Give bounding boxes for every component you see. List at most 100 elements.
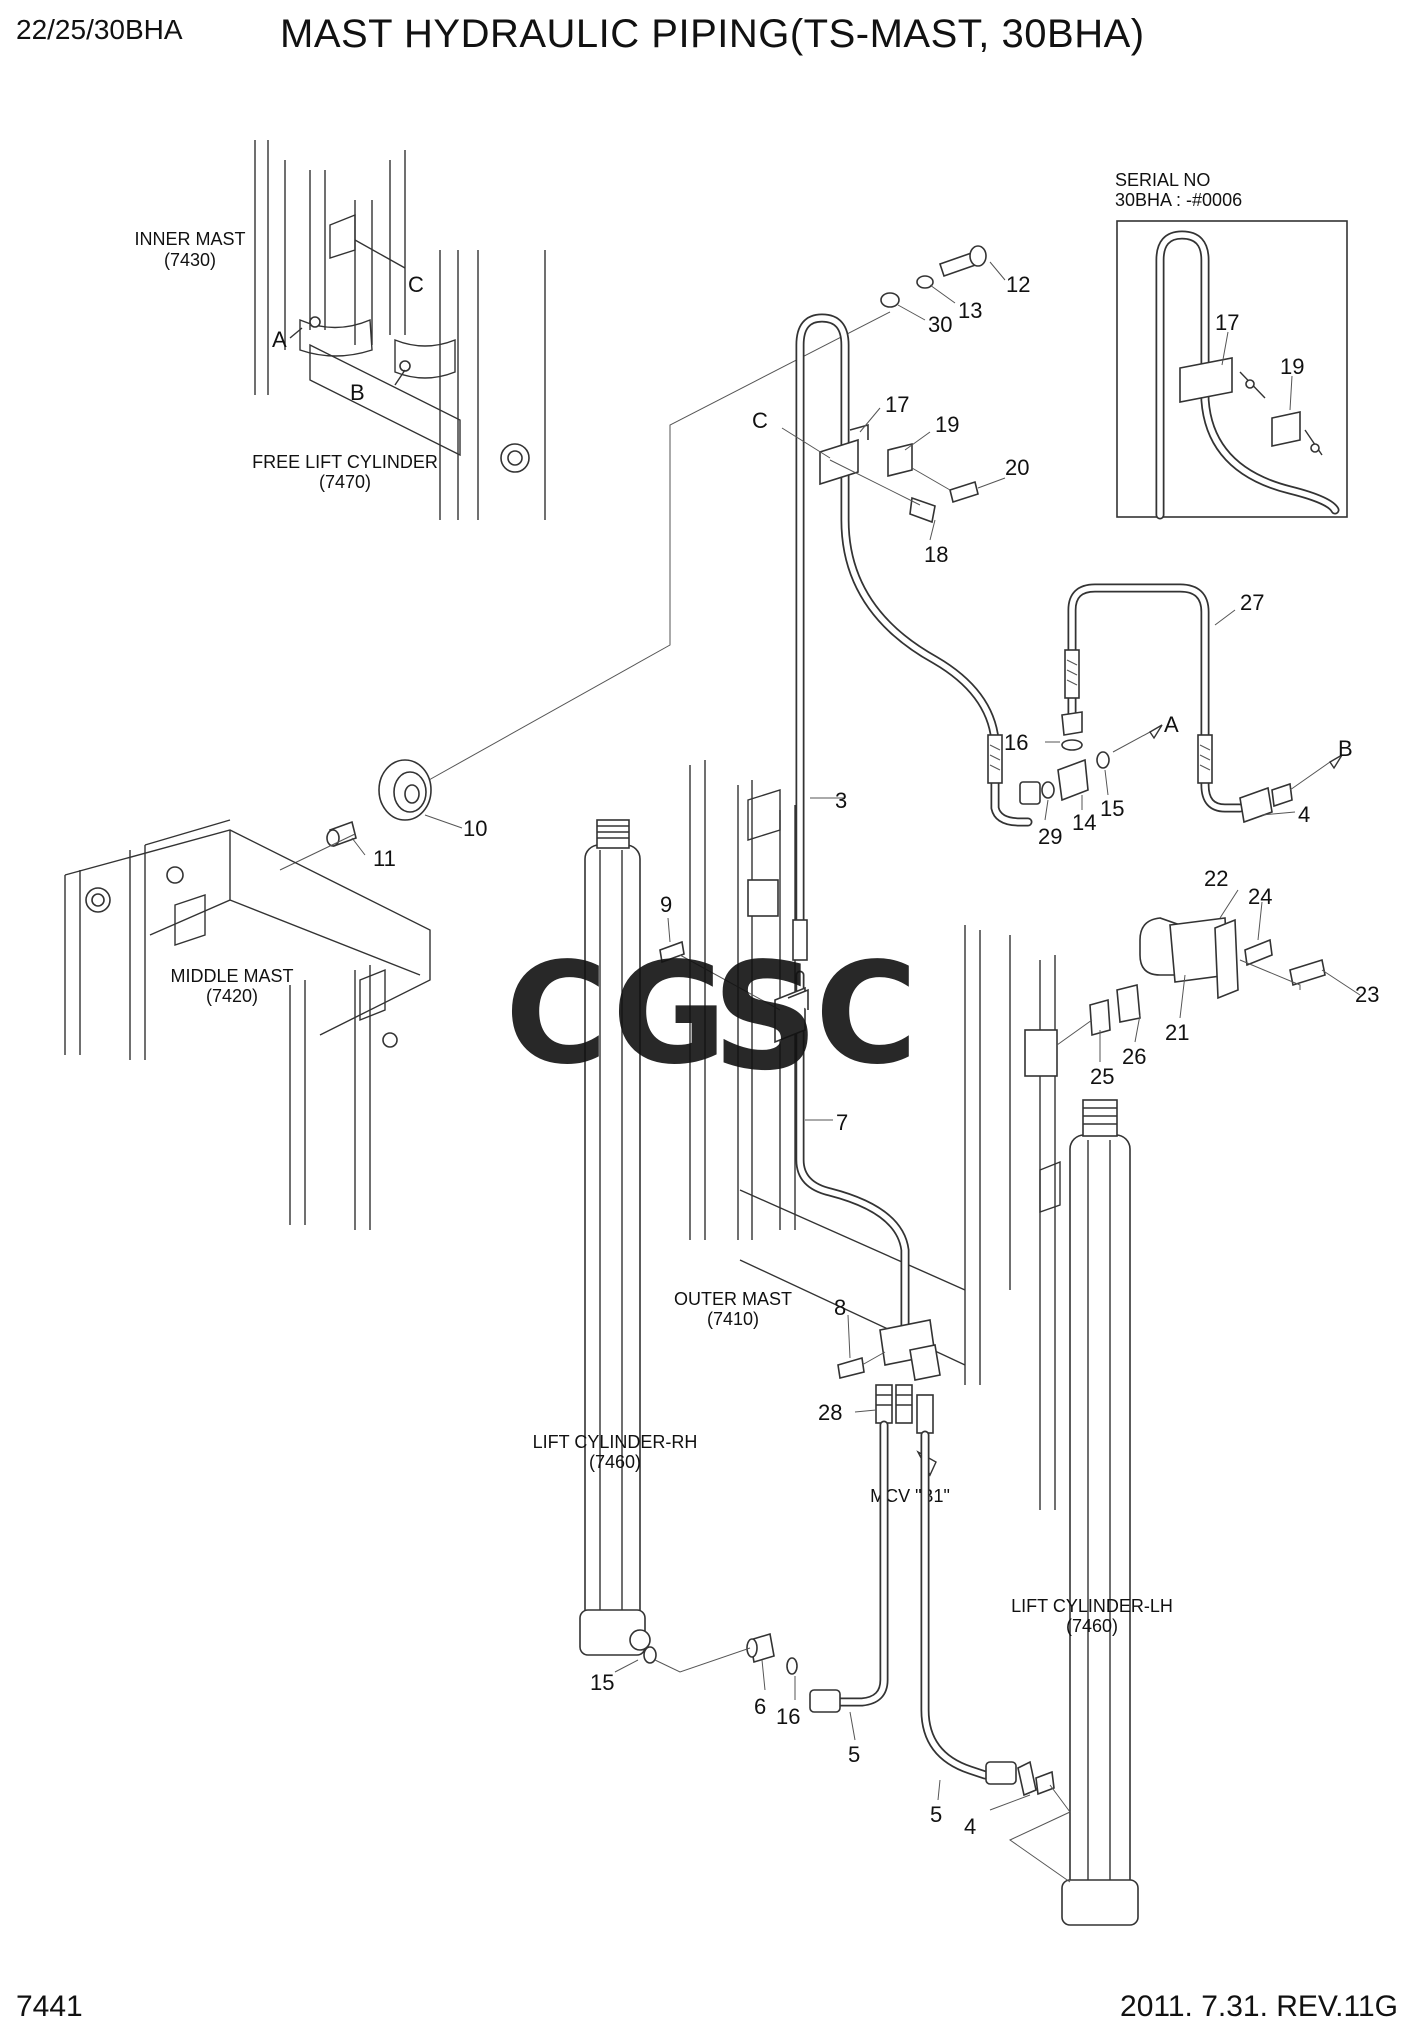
fitting-connector-29 — [1019, 781, 1041, 805]
washer-13 — [916, 275, 934, 289]
bolt-12 — [938, 245, 987, 278]
inner-mast-label: INNER MAST — [134, 229, 245, 249]
plate-25 — [1089, 998, 1111, 1037]
callout-6: 6 — [754, 1694, 766, 1719]
free-lift-cylinder-code: (7470) — [319, 472, 371, 492]
block-25 — [1024, 1029, 1058, 1077]
callout-22: 22 — [1204, 866, 1228, 891]
bracket-21 — [1139, 917, 1326, 1000]
callout-4b: 4 — [964, 1814, 976, 1839]
callout-17: 17 — [885, 392, 909, 417]
middle-mast-code: (7420) — [206, 986, 258, 1006]
inner-mast-drawing — [254, 140, 546, 520]
callout-16a: 16 — [1004, 730, 1028, 755]
hose-27 — [1064, 583, 1245, 813]
tee-fitting-14 — [1057, 711, 1089, 802]
callout-12: 12 — [1006, 272, 1030, 297]
serial-range-label: 30BHA : -#0006 — [1115, 190, 1242, 210]
page-title: MAST HYDRAULIC PIPING(TS-MAST, 30BHA) — [280, 12, 1145, 56]
model-code: 22/25/30BHA — [16, 14, 183, 45]
fitting-4b — [1017, 1760, 1055, 1797]
callout-21: 21 — [1165, 1020, 1189, 1045]
callout-11: 11 — [373, 846, 396, 871]
watermark-letter-3: S — [712, 931, 819, 1103]
callout-30: 30 — [928, 312, 952, 337]
middle-mast-label: MIDDLE MAST — [170, 966, 293, 986]
o-ring-15a — [1096, 751, 1110, 769]
callout-5a: 5 — [848, 1742, 860, 1767]
callout-7: 7 — [836, 1110, 848, 1135]
callout-10: 10 — [463, 816, 487, 841]
callout-9: 9 — [660, 892, 672, 917]
plate-26 — [1116, 983, 1141, 1023]
revision-date: 2011. 7.31. REV.11G — [1120, 1990, 1398, 2023]
lift-cylinder-lh-code: (7460) — [1066, 1616, 1118, 1636]
callout-14: 14 — [1072, 810, 1096, 835]
callout-15b: 15 — [590, 1670, 614, 1695]
connector-28 — [875, 1384, 934, 1434]
free-lift-cylinder-label: FREE LIFT CYLINDER — [252, 452, 438, 472]
pin-11 — [326, 820, 357, 848]
watermark-logo: C G S C — [505, 931, 918, 1103]
watermark-letter-4: C — [815, 933, 918, 1096]
o-ring-15b — [643, 1646, 657, 1664]
inset-callout-19: 19 — [1280, 354, 1304, 379]
callout-20: 20 — [1005, 455, 1029, 480]
callout-28: 28 — [818, 1400, 842, 1425]
fitting-4a — [1239, 782, 1293, 824]
hose-5-right — [920, 1430, 990, 1780]
serial-no-label: SERIAL NO — [1115, 170, 1210, 190]
serial-inset-drawing — [1155, 230, 1340, 520]
callout-18: 18 — [924, 542, 948, 567]
inner-mast-code: (7430) — [164, 250, 216, 270]
callout-29: 29 — [1038, 824, 1062, 849]
watermark-letter-1: C — [505, 933, 608, 1096]
callout-23: 23 — [1355, 982, 1379, 1007]
watermark-letter-2: G — [612, 933, 727, 1096]
serial-inset-frame — [1116, 220, 1348, 518]
hose-5-left — [835, 1420, 889, 1707]
hose-7 — [792, 919, 910, 1345]
callout-26: 26 — [1122, 1044, 1146, 1069]
callout-5b: 5 — [930, 1802, 942, 1827]
lift-cylinder-rh — [579, 819, 651, 1656]
callout-19: 19 — [935, 412, 959, 437]
callout-27: 27 — [1240, 590, 1264, 615]
hose-3 — [795, 313, 1033, 935]
clamp-bracket-c — [819, 423, 979, 524]
clamp-9 — [659, 940, 809, 1044]
lift-cylinder-lh-label: LIFT CYLINDER-LH — [1011, 1596, 1173, 1616]
lift-cylinder-lh — [1039, 1099, 1139, 1926]
o-ring-16a — [1061, 739, 1083, 751]
callout-8: 8 — [834, 1295, 846, 1320]
o-ring-29 — [1041, 781, 1055, 799]
callout-25: 25 — [1090, 1064, 1114, 1089]
callout-15a: 15 — [1100, 796, 1124, 821]
outer-mast-label: OUTER MAST — [674, 1289, 792, 1309]
inset-callout-17: 17 — [1215, 310, 1239, 335]
callout-3: 3 — [835, 788, 847, 813]
callout-16b: 16 — [776, 1704, 800, 1729]
washer-30 — [880, 292, 900, 308]
o-ring-16b — [786, 1657, 798, 1675]
middle-mast-drawing — [64, 819, 431, 1230]
port-letter-a-arrow: A — [1164, 712, 1179, 737]
page-number: 7441 — [16, 1990, 83, 2023]
pulley-10 — [378, 759, 432, 821]
fitting-6 — [746, 1632, 775, 1664]
callout-24: 24 — [1248, 884, 1272, 909]
lift-cylinder-rh-label: LIFT CYLINDER-RH — [533, 1432, 698, 1452]
leader-pulley-to-bolt — [419, 311, 891, 786]
port-letter-c-bracket: C — [752, 408, 768, 433]
port-letter-a-inset: A — [272, 327, 287, 352]
port-letter-b-arrow: B — [1338, 736, 1353, 761]
lift-cylinder-rh-code: (7460) — [589, 1452, 641, 1472]
block-8 — [837, 1319, 941, 1381]
port-letter-c-inset: C — [408, 272, 424, 297]
callout-13: 13 — [958, 298, 982, 323]
port-letter-b-inset: B — [350, 380, 365, 405]
outer-mast-code: (7410) — [707, 1309, 759, 1329]
mcv-b1-label: MCV "B1" — [870, 1486, 950, 1506]
callout-4a: 4 — [1298, 802, 1310, 827]
